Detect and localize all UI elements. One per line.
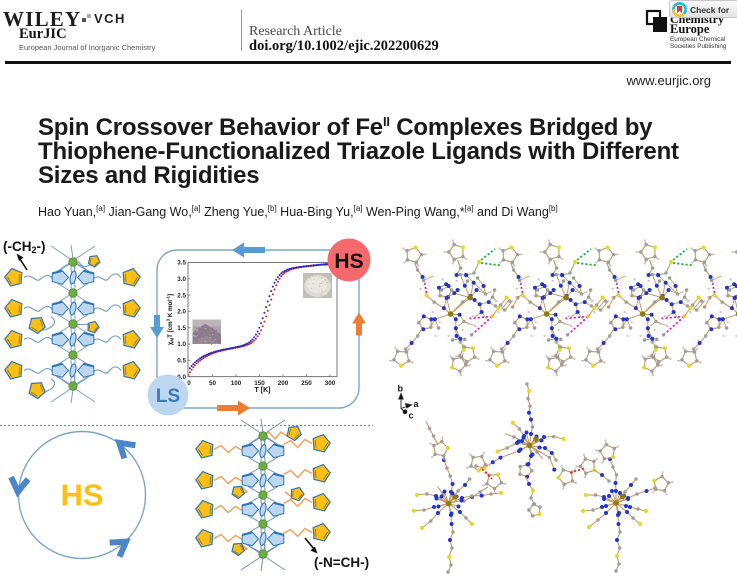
svg-text:a: a	[414, 399, 420, 409]
svg-text:50: 50	[209, 380, 217, 387]
svg-text:0.0: 0.0	[177, 374, 186, 381]
svg-text:200: 200	[278, 380, 289, 387]
svg-text:1.0: 1.0	[177, 341, 186, 348]
svg-text:HS: HS	[334, 250, 363, 273]
svg-text:(-CH2-): (-CH2-)	[3, 239, 46, 255]
svg-text:1.5: 1.5	[177, 325, 186, 332]
svg-text:0: 0	[187, 380, 191, 387]
svg-text:c: c	[409, 411, 414, 421]
svg-text:χMT [cm3 K mol-1]: χMT [cm3 K mol-1]	[166, 294, 175, 345]
svg-text:2.5: 2.5	[177, 292, 186, 299]
svg-text:150: 150	[254, 380, 265, 387]
svg-text:LS: LS	[156, 386, 180, 407]
svg-text:2.0: 2.0	[177, 309, 186, 316]
svg-text:b: b	[398, 384, 404, 394]
svg-text:0.5: 0.5	[177, 358, 186, 365]
svg-text:3.0: 3.0	[177, 276, 186, 283]
svg-text:100: 100	[231, 380, 242, 387]
svg-text:250: 250	[301, 380, 312, 387]
svg-text:3.5: 3.5	[177, 260, 186, 267]
svg-text:(-N=CH-): (-N=CH-)	[314, 555, 369, 570]
svg-text:HS: HS	[60, 478, 103, 513]
svg-text:T [K]: T [K]	[255, 387, 271, 394]
svg-text:300: 300	[325, 380, 336, 387]
